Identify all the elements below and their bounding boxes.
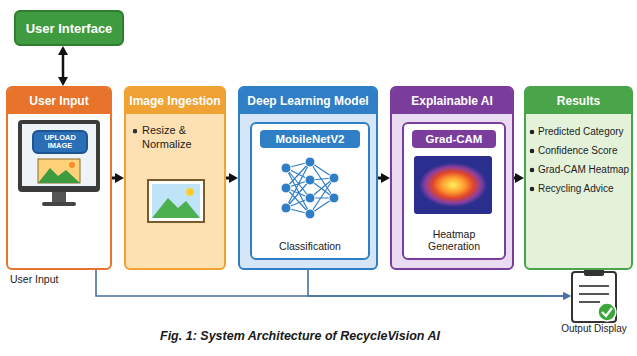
panel-heading: User Input — [8, 88, 110, 114]
flow-arrow — [308, 270, 566, 296]
picture-icon — [148, 180, 204, 222]
stage-panel: Deep Learning ModelMobileNetV2Classifica… — [238, 86, 378, 270]
panel-fill — [250, 122, 370, 260]
node-label: UPLOAD IMAGE — [34, 133, 86, 152]
monitor-icon — [18, 120, 100, 206]
panel-heading: Results — [526, 88, 631, 114]
bullet-item: Grad-CAM Heatmap — [529, 164, 629, 176]
node-label: Output Display — [558, 323, 630, 334]
panel-fill — [6, 86, 112, 270]
interface-box: User Interface — [14, 10, 124, 46]
stage-panel: Explainable AI Grad-CAM Heatmap Generation — [390, 86, 514, 270]
neural-network-icon — [281, 157, 339, 219]
output-icon: Output Display — [558, 266, 630, 336]
panel-heading: Deep Learning Model — [240, 88, 376, 114]
flow-arrow — [226, 177, 232, 180]
panel-fill — [238, 86, 378, 270]
stage-panel: Image IngestionResize & Normalize — [124, 86, 226, 270]
stage-panel: ResultsPredicted CategoryConfidence Scor… — [524, 86, 633, 270]
panel-fill — [124, 86, 226, 270]
model-box: MobileNetV2Classification — [250, 122, 370, 260]
panel-fill — [402, 122, 506, 260]
heatmap-icon — [414, 156, 492, 214]
node-label: User Interface — [26, 21, 113, 36]
flow-arrow — [514, 177, 518, 180]
panel-heading: Image Ingestion — [126, 88, 224, 114]
module-caption: Classification — [252, 240, 368, 258]
bullet-item: Recycling Advice — [529, 183, 629, 195]
bullet-item: Resize & Normalize — [132, 124, 220, 152]
figure-caption: Fig. 1: System Architecture of RecycleVi… — [120, 329, 480, 343]
flow-arrow — [96, 270, 566, 296]
method-box: Grad-CAM Heatmap Generation — [402, 122, 506, 260]
module-title: MobileNetV2 — [260, 130, 360, 148]
bullet-item: Confidence Score — [529, 145, 629, 157]
stage-panel: User InputUPLOAD IMAGE — [6, 86, 112, 270]
flow-arrow — [112, 177, 118, 180]
upload-button: UPLOAD IMAGE — [32, 130, 88, 154]
input-label: User Input — [10, 273, 58, 285]
clipboard-icon — [572, 267, 616, 322]
flow-arrow — [62, 52, 65, 80]
panel-fill — [390, 86, 514, 270]
panel-heading: Explainable AI — [392, 88, 512, 114]
module-caption: Heatmap Generation — [404, 228, 504, 258]
bullet-item: Predicted Category — [529, 126, 629, 138]
module-title: Grad-CAM — [412, 130, 496, 148]
flow-arrow — [378, 177, 384, 180]
